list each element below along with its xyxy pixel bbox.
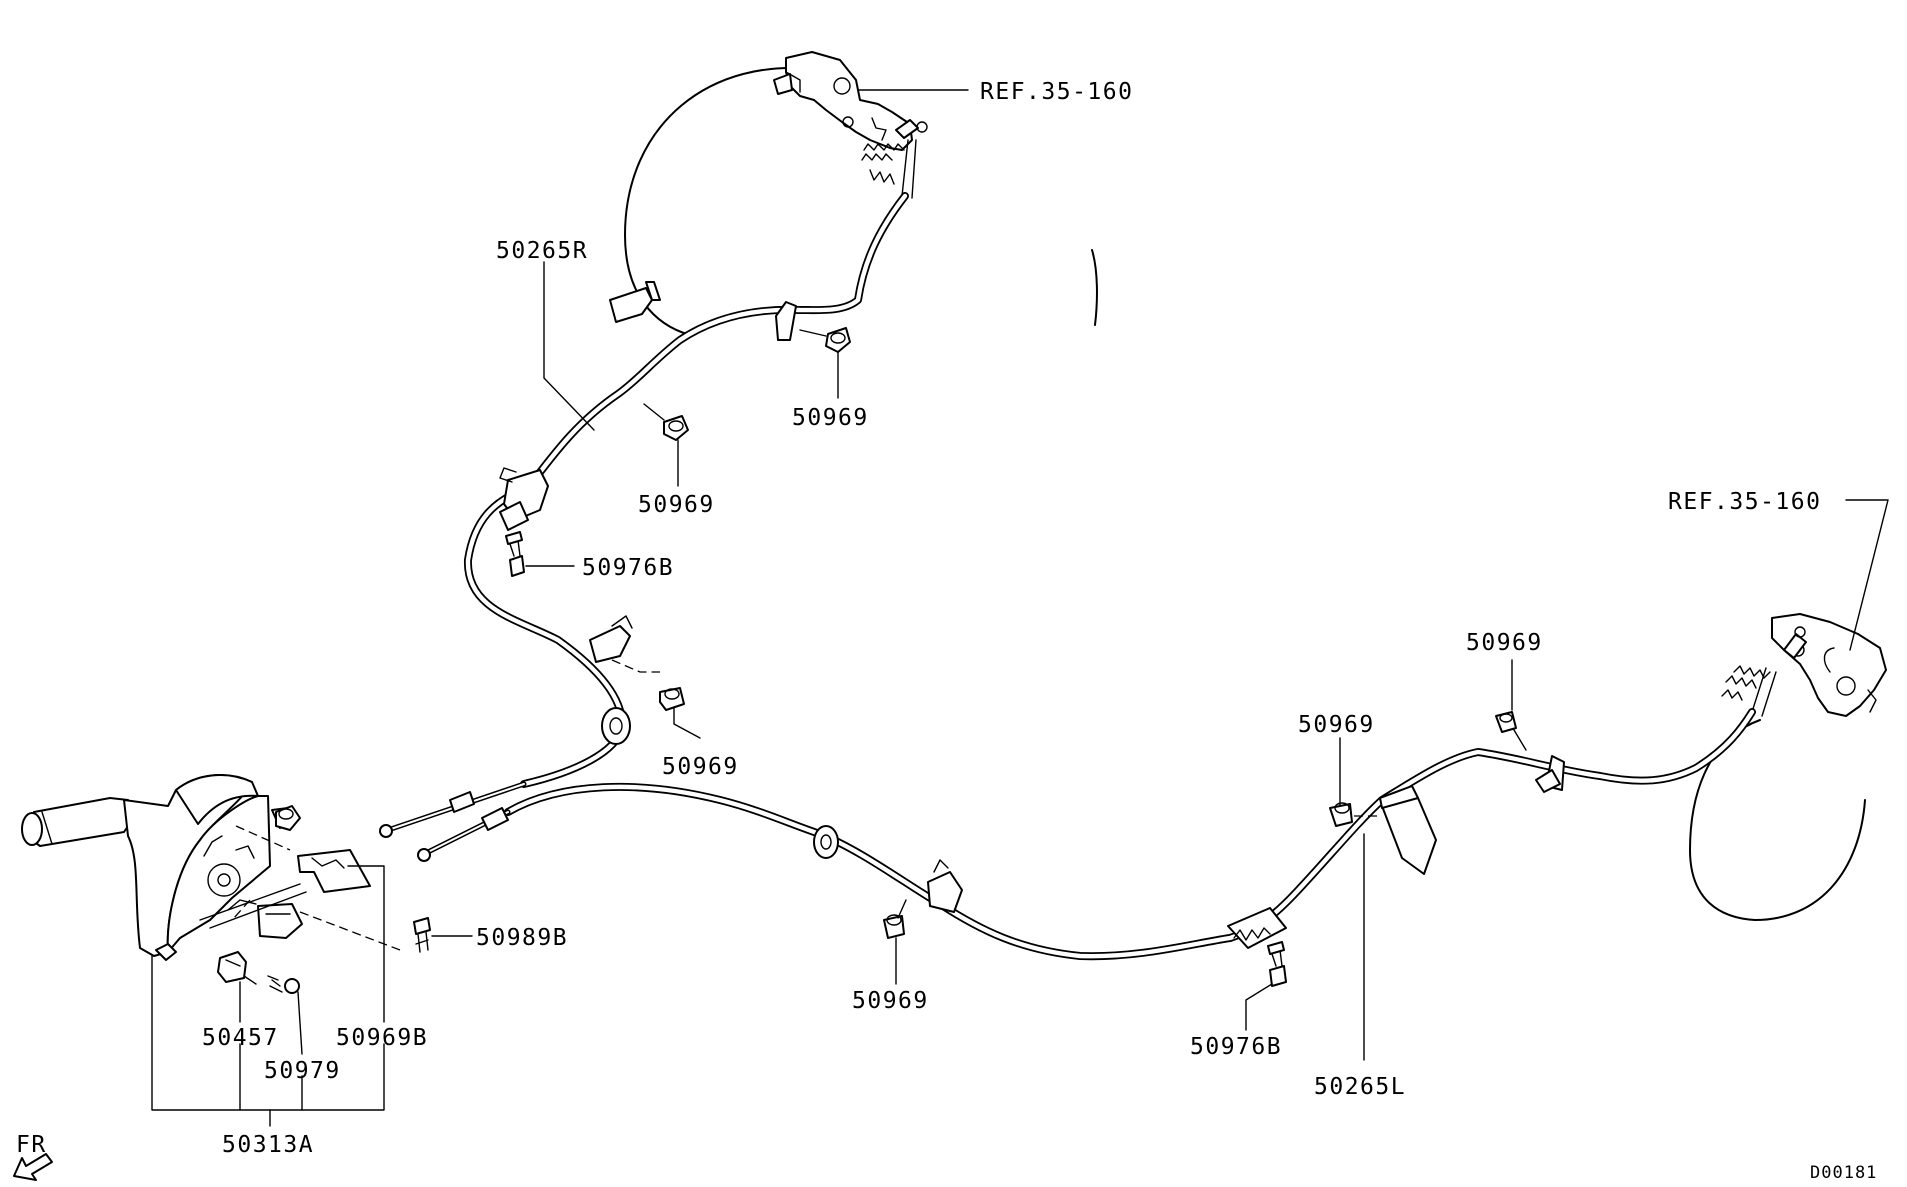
clip-50969-mid bbox=[611, 659, 685, 711]
label-50969-upper-a: 50969 bbox=[792, 405, 869, 431]
clip-50969-upper-a bbox=[799, 327, 851, 353]
label-50457: 50457 bbox=[202, 1025, 279, 1051]
label-diagram-code: D00181 bbox=[1810, 1163, 1877, 1183]
label-50979: 50979 bbox=[264, 1058, 341, 1084]
label-50969-mid: 50969 bbox=[662, 754, 739, 780]
label-50976b-lower: 50976B bbox=[1190, 1034, 1282, 1060]
cable-50265l bbox=[504, 708, 1756, 961]
upper-brake-spring bbox=[861, 143, 905, 185]
nut-50969b bbox=[275, 805, 301, 831]
bolt-50976b-upper bbox=[505, 531, 525, 577]
switch-50457 bbox=[217, 951, 257, 985]
part-labels: REF.35-160 50265R 50969 50969 50976B 509… bbox=[16, 79, 1877, 1183]
label-50989b: 50989B bbox=[476, 925, 568, 951]
clip-50969-right-b bbox=[1495, 711, 1527, 751]
label-50265r: 50265R bbox=[496, 238, 588, 264]
lower-brake-drum bbox=[1689, 613, 1887, 921]
label-50969-center: 50969 bbox=[852, 988, 929, 1014]
cable-50265r bbox=[463, 192, 909, 788]
label-front-marker: FR bbox=[16, 1132, 47, 1158]
leader-lines bbox=[151, 89, 1889, 1127]
label-ref-lower: REF.35-160 bbox=[1668, 489, 1821, 515]
screw-50979 bbox=[267, 975, 300, 994]
lower-brake-spring bbox=[1721, 665, 1771, 701]
clip-50969-center bbox=[883, 899, 907, 939]
upper-brake-drum bbox=[624, 51, 1098, 336]
label-ref-upper: REF.35-160 bbox=[980, 79, 1133, 105]
label-50969b: 50969B bbox=[336, 1025, 428, 1051]
label-50969-right-b: 50969 bbox=[1466, 630, 1543, 656]
label-50313a: 50313A bbox=[222, 1132, 314, 1158]
clip-50969-right-a bbox=[1329, 802, 1382, 827]
label-50265l: 50265L bbox=[1314, 1074, 1406, 1100]
label-50969-right-a: 50969 bbox=[1298, 712, 1375, 738]
cable-end-rods bbox=[379, 781, 527, 862]
label-50969-upper-b: 50969 bbox=[638, 492, 715, 518]
bolt-50989b bbox=[413, 917, 431, 953]
bolt-50976b-lower bbox=[1267, 941, 1287, 987]
clip-50969-upper-b bbox=[643, 403, 689, 441]
front-direction-arrow-icon bbox=[13, 1153, 53, 1181]
label-50976b-upper: 50976B bbox=[582, 555, 674, 581]
cable-fittings bbox=[499, 281, 1565, 949]
parking-brake-lever bbox=[21, 774, 401, 961]
